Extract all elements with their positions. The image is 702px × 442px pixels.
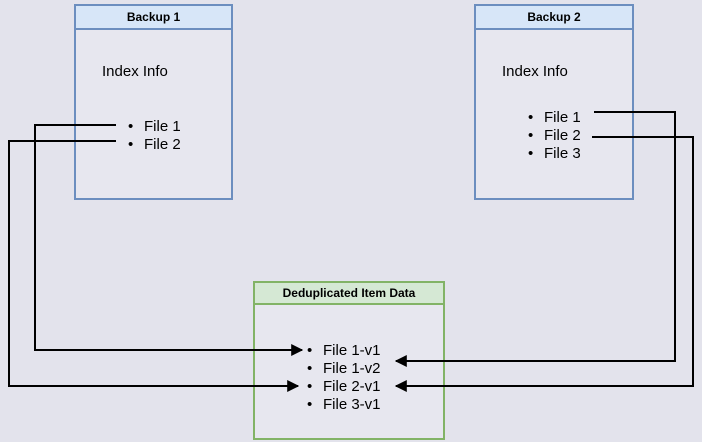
backup2-file-1: File 1	[528, 109, 581, 127]
dedup-item-file3-v1: File 3-v1	[307, 396, 381, 414]
backup2-file-2: File 2	[528, 127, 581, 145]
backup2-index-info-label: Index Info	[502, 63, 568, 80]
backup1-title: Backup 1	[76, 6, 231, 30]
backup1-file-list: File 1 File 2	[128, 118, 181, 154]
backup2-box: Backup 2 Index Info File 1 File 2 File 3	[474, 4, 634, 200]
dedup-item-file2-v1: File 2-v1	[307, 378, 381, 396]
backup1-file-1: File 1	[128, 118, 181, 136]
dedup-item-list: File 1-v1 File 1-v2 File 2-v1 File 3-v1	[307, 342, 381, 414]
dedup-item-file1-v1: File 1-v1	[307, 342, 381, 360]
backup2-title: Backup 2	[476, 6, 632, 30]
backup1-box: Backup 1 Index Info File 1 File 2	[74, 4, 233, 200]
dedup-item-file1-v2: File 1-v2	[307, 360, 381, 378]
backup1-index-info-label: Index Info	[102, 63, 168, 80]
backup1-file-2: File 2	[128, 136, 181, 154]
dedup-title: Deduplicated Item Data	[255, 283, 443, 305]
backup2-file-list: File 1 File 2 File 3	[528, 109, 581, 163]
dedup-box: Deduplicated Item Data File 1-v1 File 1-…	[253, 281, 445, 440]
backup2-file-3: File 3	[528, 145, 581, 163]
